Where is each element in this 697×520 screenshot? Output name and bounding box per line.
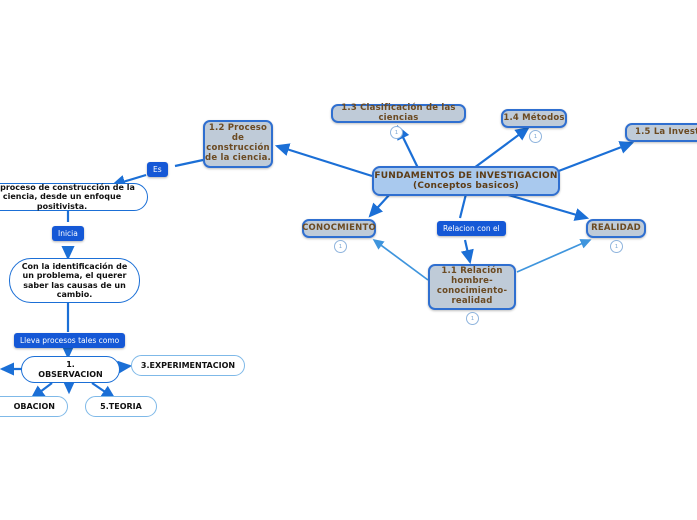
node-metodos[interactable]: 1.4 Métodos [501,109,567,128]
node-identificacion-line2: un problema, el querer [22,271,127,281]
node-la-investigacion[interactable]: 1.5 La Investiga [625,123,697,142]
node-central-line2: (Conceptos basicos) [413,181,519,191]
node-experimentacion[interactable]: 3.EXPERIMENTACION [131,355,245,376]
node-observacion[interactable]: 1. OBSERVACION [21,356,120,383]
node-experimentacion-label: 3.EXPERIMENTACION [140,360,236,370]
node-clasificacion-label: 1.3 Clasificación de las ciencias [341,102,456,123]
node-metodos-label: 1.4 Métodos [503,112,565,123]
node-relacion-line1: 1.1 Relación [441,266,503,277]
node-proceso-line1: 1.2 Proceso [208,123,268,134]
marker-relacion-hombre: 1 [466,312,479,325]
marker-metodos: 1 [529,130,542,143]
node-positivista-line2: ciencia, desde un enfoque positivista. [2,192,122,211]
node-clasificacion-ciencias[interactable]: 1.3 Clasificación de las ciencias [331,102,466,123]
node-fundamentos-investigacion[interactable]: FUNDAMENTOS DE INVESTIGACION (Conceptos … [372,166,560,196]
node-conocimiento-label: CONOCMIENTO [302,222,376,233]
connector-label-es[interactable]: Es [147,162,168,177]
node-observacion-line2: OBSERVACION [38,369,103,379]
node-proceso-line4: de la ciencia. [205,152,271,163]
node-identificacion-problema[interactable]: Con la identificación de un problema, el… [9,258,140,303]
node-identificacion-line4: cambio. [56,289,93,299]
marker-clasificacion: 1 [390,126,403,139]
connector-label-lleva-procesos[interactable]: Lleva procesos tales como [14,333,126,348]
node-comprobacion-label: OBACION [13,401,55,411]
connector-label-inicia[interactable]: Inicia [52,226,84,241]
node-relacion-line2: hombre- [451,276,493,287]
node-comprobacion[interactable]: OBACION [0,396,68,417]
node-teoria[interactable]: 5.TEORIA [85,396,157,417]
node-teoria-label: 5.TEORIA [100,401,142,411]
node-realidad-label: REALIDAD [591,222,641,233]
node-conocimiento[interactable]: CONOCMIENTO [302,219,376,238]
node-proceso-line3: construcción [206,143,270,153]
connector-label-relacion-con-el[interactable]: Relacion con el [437,221,506,236]
node-positivista-line1: El proceso de construcción de la [0,183,135,193]
node-relacion-line4: realidad [451,295,493,306]
node-relacion-line3: conocimiento- [436,286,508,296]
marker-conocimiento: 1 [334,240,347,253]
node-proceso-line2: de [231,133,245,144]
node-identificacion-line3: saber las causas de un [23,280,126,290]
node-central-line1: FUNDAMENTOS DE INVESTIGACION [374,170,558,181]
node-relacion-hombre-conocimiento-realidad[interactable]: 1.1 Relación hombre- conocimiento- reali… [428,264,516,310]
node-proceso-positivista[interactable]: El proceso de construcción de la ciencia… [0,183,148,211]
node-identificacion-line1: Con la identificación de [21,262,128,272]
marker-realidad: 1 [610,240,623,253]
node-observacion-line1: 1. [66,360,75,370]
node-proceso-construccion[interactable]: 1.2 Proceso de construcción de la cienci… [203,120,273,168]
node-investigacion-label: 1.5 La Investiga [635,126,697,137]
node-realidad[interactable]: REALIDAD [586,219,646,238]
